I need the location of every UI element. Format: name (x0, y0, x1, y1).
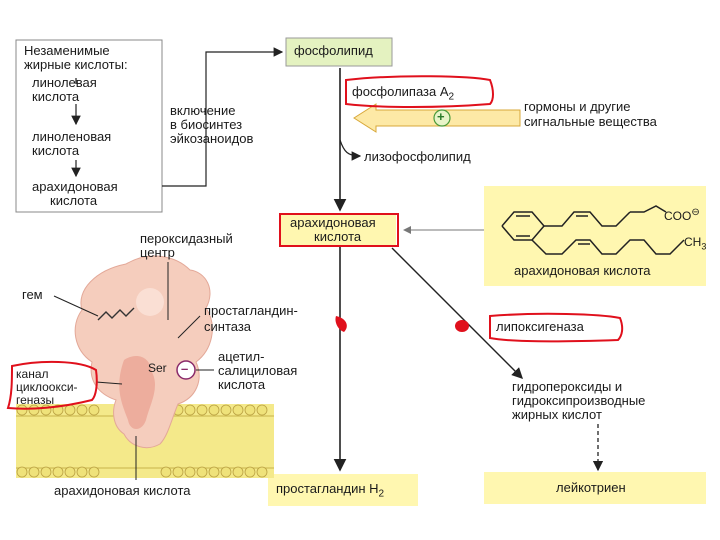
ser-label: Ser (148, 361, 167, 375)
pg-synthase-line1: простагландин- (204, 303, 298, 318)
arachidonic-center-line1: арахидоновая (290, 215, 376, 230)
minus-sign: – (181, 361, 189, 376)
linoleic-line2: кислота (32, 89, 80, 104)
hormones-line2: сигнальные вещества (524, 114, 657, 129)
inclusion-line3: эйкозаноидов (170, 131, 254, 146)
hydroperoxides-line2: гидроксипроизводные (512, 393, 646, 408)
arachidonic-outline (279, 213, 399, 247)
arachidonic-left-line2: кислота (50, 193, 98, 208)
inclusion-line1: включение (170, 103, 236, 118)
plus-sign: + (437, 109, 445, 124)
hydroperoxides-line1: гидропероксиды и (512, 379, 623, 394)
channel-outline (6, 360, 98, 410)
channel-line3: геназы (16, 393, 55, 407)
ch3-label: CH3 (684, 236, 706, 253)
coo-text: COO (664, 209, 692, 223)
phospholipase-outline (345, 75, 494, 108)
lipoxygenase-outline (489, 312, 624, 343)
phospholipase-text: фосфолипаза А (352, 84, 449, 99)
coo-label: COO⊖ (664, 206, 700, 223)
pg-synthase-line2: синтаза (204, 319, 252, 334)
prostaglandin-h2-subscript: 2 (378, 488, 385, 500)
arachidonic-acid-structure (501, 205, 685, 255)
red-markers (335, 316, 469, 332)
prostaglandin-h2-text: простагландин Н (276, 481, 379, 496)
lysophospholipid-label: лизофосфолипид (364, 149, 471, 164)
channel-line2: циклоокси- (16, 380, 78, 394)
channel-line1: канал (16, 367, 49, 381)
leukotriene-label: лейкотриен (556, 480, 626, 495)
hydroperoxides-line3: жирных кислот (512, 407, 602, 422)
leukotriene-box (484, 472, 706, 504)
phospholipid-box (285, 37, 393, 67)
aspirin-line3: кислота (218, 377, 266, 392)
aspirin-line2: салициловая (218, 363, 298, 378)
left-box-title-line1: Незаменимые (24, 43, 110, 58)
left-box-title-line2: жирные кислоты: (24, 57, 128, 72)
prostaglandin-h2-box (268, 474, 418, 506)
structure-name: арахидоновая кислота (514, 263, 651, 278)
heme-group (97, 307, 135, 321)
inhibition-minus-circle (176, 360, 196, 380)
heme-label: гем (22, 287, 43, 302)
ch3-text: CH (684, 235, 702, 249)
activation-plus-circle (433, 109, 451, 127)
arachidonic-bottom-label: арахидоновая кислота (54, 483, 191, 498)
lipoxygenase-label: липоксигеназа (496, 319, 584, 334)
phospholipase-label: фосфолипаза А2 (352, 85, 454, 105)
linolenic-line1: линоленовая (32, 129, 112, 144)
hormones-line1: гормоны и другие (524, 99, 631, 114)
cyclooxygenase-channel (119, 356, 156, 429)
ch3-subscript: 3 (701, 241, 707, 252)
linolenic-line2: кислота (32, 143, 80, 158)
linoleic-line1: линолевая (32, 75, 97, 90)
coo-charge: ⊖ (691, 207, 700, 218)
phospholipase-subscript: 2 (448, 91, 455, 103)
arachidonic-left-line1: арахидоновая (32, 179, 118, 194)
peroxidase-line1: пероксидазный (140, 231, 233, 246)
arachidonic-center-box (280, 214, 396, 246)
aspirin-line1: ацетил- (218, 349, 265, 364)
phospholipid-label: фосфолипид (294, 43, 373, 58)
essential-fatty-acids-box (15, 39, 163, 213)
arachidonic-center-line2: кислота (314, 229, 362, 244)
cyclooxygenase-enzyme (74, 255, 213, 449)
inclusion-line2: в биосинтез (170, 117, 243, 132)
peroxidase-line2: центр (140, 245, 175, 260)
prostaglandin-h2-label: простагландин Н2 (276, 482, 384, 502)
